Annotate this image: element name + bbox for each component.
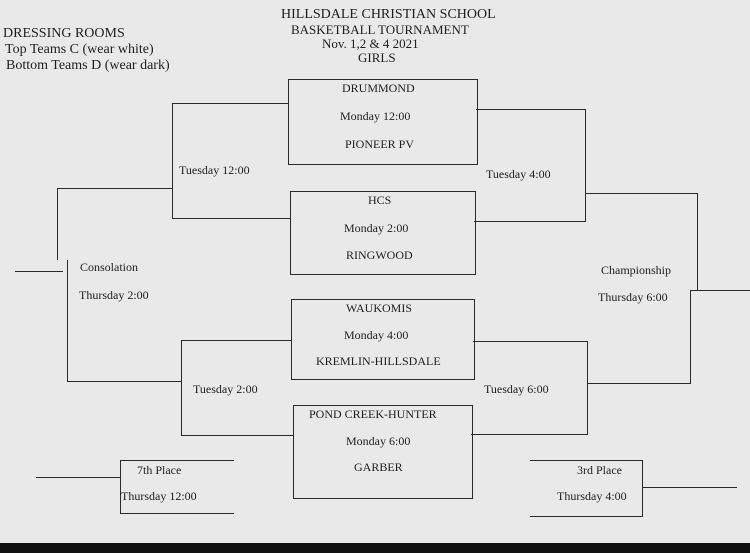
third-place-time: Thursday 4:00	[557, 489, 627, 503]
bracket-line	[67, 381, 181, 382]
seventh-place-label: 7th Place	[137, 463, 182, 477]
division-label: GIRLS	[358, 50, 396, 65]
championship-time: Thursday 6:00	[598, 290, 668, 304]
monday-game-4-box	[293, 405, 473, 499]
school-title: HILLSDALE CHRISTIAN SCHOOL	[281, 7, 496, 22]
game-2-bottom-team: RINGWOOD	[346, 248, 413, 262]
bracket-line	[530, 460, 643, 461]
bracket-line	[473, 341, 587, 342]
bracket-line	[172, 103, 288, 104]
game-2-top-team: HCS	[368, 193, 392, 207]
bracket-line	[474, 221, 586, 222]
game-1-bottom-team: PIONEER PV	[345, 137, 415, 151]
game-3-time: Monday 4:00	[344, 328, 409, 342]
bracket-line	[120, 460, 234, 461]
tuesday-right-top-time: Tuesday 4:00	[486, 167, 551, 181]
tuesday-left-top-time: Tuesday 12:00	[179, 163, 250, 177]
game-4-time: Monday 6:00	[346, 434, 411, 448]
consolation-label: Consolation	[80, 260, 139, 274]
bracket-line	[172, 218, 290, 219]
bracket-line	[67, 260, 68, 382]
tuesday-right-bottom-time: Tuesday 6:00	[484, 382, 549, 396]
bracket-line	[530, 516, 643, 517]
bracket-line	[587, 341, 588, 434]
tuesday-left-bottom-time: Tuesday 2:00	[193, 382, 258, 396]
bracket-line	[120, 460, 121, 514]
monday-game-2-box	[290, 191, 476, 275]
bracket-line	[642, 460, 643, 517]
bracket-line	[476, 109, 586, 110]
game-4-bottom-team: GARBER	[354, 460, 403, 474]
bracket-line	[690, 290, 691, 384]
bracket-line	[120, 513, 234, 514]
tournament-dates: Nov. 1,2 & 4 2021	[322, 36, 419, 51]
bracket-line	[57, 188, 172, 189]
bracket-line	[181, 340, 291, 341]
championship-label: Championship	[601, 263, 672, 277]
monday-game-1-box	[288, 79, 478, 165]
bracket-line	[642, 487, 737, 488]
bracket-line	[697, 193, 698, 290]
bracket-line	[690, 290, 750, 291]
bracket-line	[57, 188, 58, 260]
dressing-rooms-bottom: Bottom Teams D (wear dark)	[6, 58, 170, 73]
game-2-time: Monday 2:00	[344, 221, 409, 235]
game-4-top-team: POND CREEK-HUNTER	[309, 407, 437, 421]
dressing-rooms-top: Top Teams C (wear white)	[5, 42, 154, 57]
game-1-top-team: DRUMMOND	[342, 81, 415, 95]
game-3-bottom-team: KREMLIN-HILLSDALE	[316, 354, 441, 368]
bracket-line	[181, 435, 293, 436]
third-place-label: 3rd Place	[577, 463, 622, 477]
bracket-line	[587, 383, 691, 384]
game-3-top-team: WAUKOMIS	[346, 301, 412, 315]
bracket-line	[585, 109, 586, 222]
tournament-title: BASKETBALL TOURNAMENT	[291, 22, 469, 37]
game-1-time: Monday 12:00	[340, 109, 411, 123]
bracket-line	[181, 340, 182, 435]
bracket-line	[172, 103, 173, 218]
seventh-place-time: Thursday 12:00	[121, 489, 197, 503]
bracket-line	[15, 271, 63, 272]
dressing-rooms-title: DRESSING ROOMS	[3, 26, 125, 41]
bracket-line	[586, 193, 698, 194]
bracket-line	[471, 434, 588, 435]
bracket-line	[36, 477, 121, 478]
monday-game-3-box	[291, 299, 475, 380]
consolation-time: Thursday 2:00	[79, 288, 149, 302]
